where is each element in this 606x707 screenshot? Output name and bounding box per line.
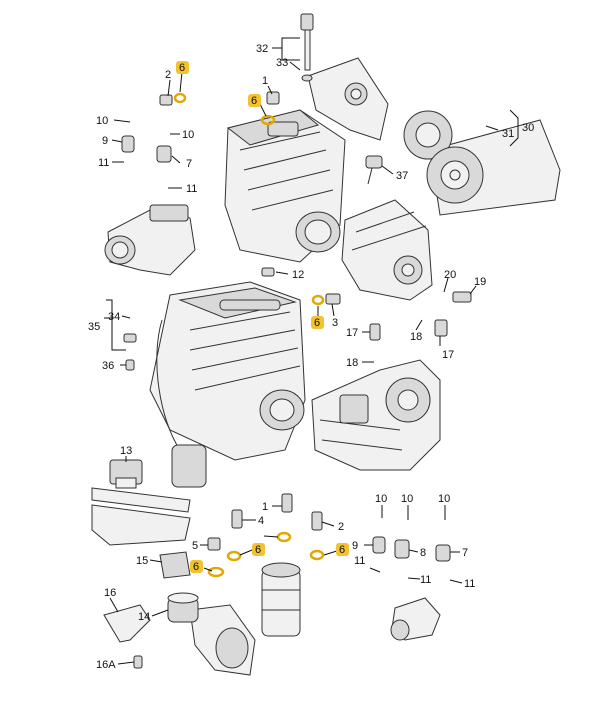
callout-20: 20	[444, 269, 456, 281]
callout-10: 10	[182, 129, 194, 141]
callout-10: 10	[96, 115, 108, 127]
callout-6: 6	[255, 544, 261, 556]
callout-14: 14	[138, 611, 150, 623]
callout-9: 9	[102, 135, 108, 147]
callout-4: 4	[258, 515, 264, 527]
callout-33: 33	[276, 57, 288, 69]
callout-7: 7	[186, 158, 192, 170]
gearbox-upper	[341, 199, 433, 301]
small-sensors	[121, 91, 472, 669]
gearbox-lower	[311, 359, 441, 471]
callout-3: 3	[332, 317, 338, 329]
top-sensor-rod	[300, 13, 314, 82]
lower-housing	[189, 604, 256, 676]
clamp-15	[159, 551, 191, 579]
callout-30: 30	[522, 122, 534, 134]
body-panel	[91, 487, 191, 546]
callout-11: 11	[420, 574, 431, 586]
upper-engine-block	[224, 109, 346, 263]
pulley-assembly	[403, 110, 561, 216]
callout-10: 10	[438, 493, 450, 505]
callout-6: 6	[179, 62, 185, 74]
callout-6: 6	[314, 317, 320, 329]
callout-19: 19	[474, 276, 486, 288]
callout-11: 11	[186, 183, 197, 195]
leader-lines	[104, 37, 519, 665]
callout-11: 11	[354, 555, 365, 567]
callout-11: 11	[98, 157, 109, 169]
callout-16: 16	[104, 587, 116, 599]
callout-37: 37	[396, 170, 408, 182]
callout-6: 6	[339, 544, 345, 556]
callout-35: 35	[88, 321, 100, 333]
callout-8: 8	[420, 547, 426, 559]
bracket-16	[103, 604, 151, 643]
callout-11: 11	[464, 578, 475, 590]
callout-31: 31	[502, 128, 514, 140]
callout-6: 6	[193, 561, 199, 573]
callout-5: 5	[192, 540, 198, 552]
cylinder-14	[167, 592, 199, 623]
timing-cover	[307, 57, 389, 141]
callout-36: 36	[102, 360, 114, 372]
callout-labels: 32 33 2 6 1 6 10 10 9 11 7 11 30 31 37 1…	[88, 43, 534, 671]
callout-32: 32	[256, 43, 268, 55]
callout-2: 2	[165, 69, 171, 81]
callout-16a: 16A	[96, 659, 116, 671]
callout-6: 6	[251, 95, 257, 107]
callout-7: 7	[462, 547, 468, 559]
callout-1: 1	[262, 75, 268, 87]
relay-13	[109, 459, 143, 489]
callout-9: 9	[352, 540, 358, 552]
callout-18: 18	[410, 331, 422, 343]
highlight-badges	[176, 61, 349, 573]
coolant-flange-lower	[390, 597, 441, 641]
callout-10: 10	[375, 493, 387, 505]
callout-2: 2	[338, 521, 344, 533]
callout-18: 18	[346, 357, 358, 369]
callout-1: 1	[262, 501, 268, 513]
callout-17: 17	[442, 349, 454, 361]
callout-13: 13	[120, 445, 132, 457]
callout-15: 15	[136, 555, 148, 567]
callout-12: 12	[292, 269, 304, 281]
callout-17: 17	[346, 327, 358, 339]
fuel-filter	[261, 562, 301, 637]
coolant-flange	[104, 204, 196, 276]
callout-34: 34	[108, 311, 120, 323]
sensor-37	[365, 155, 383, 185]
main-engine	[149, 281, 306, 488]
callout-10: 10	[401, 493, 413, 505]
